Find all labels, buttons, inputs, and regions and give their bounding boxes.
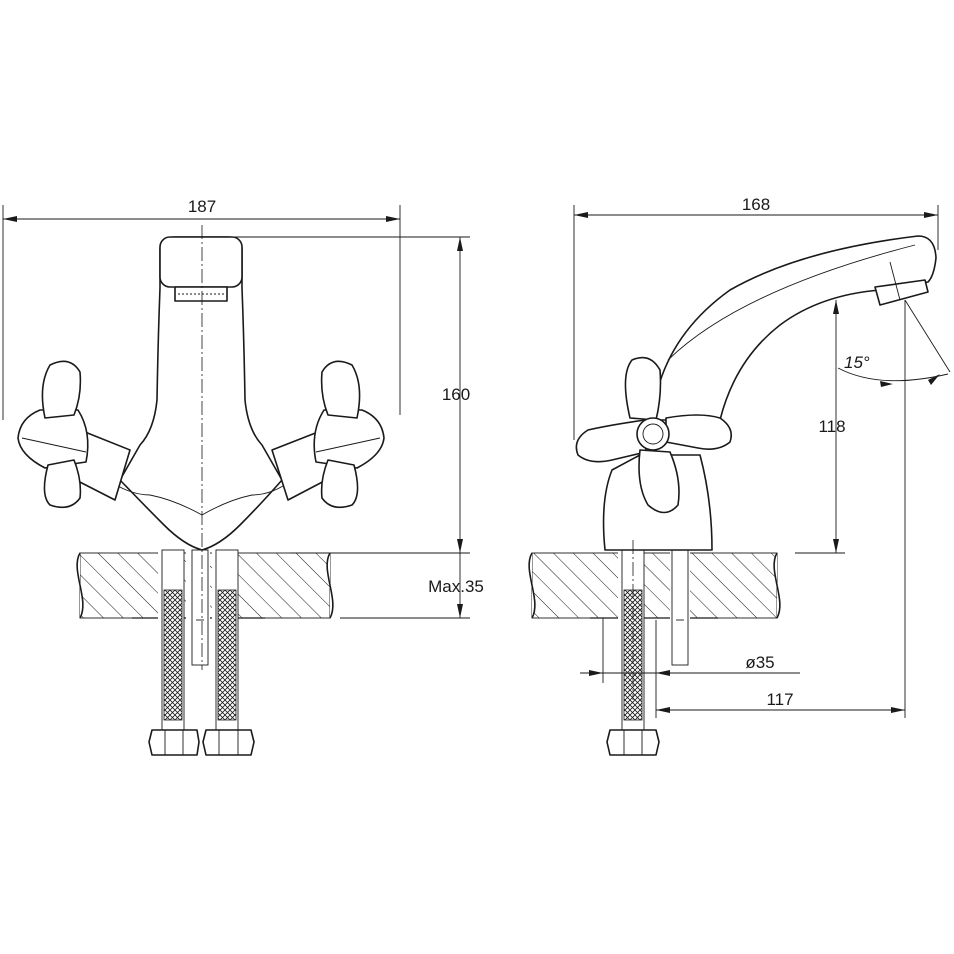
faucet-body-front: [107, 236, 293, 551]
side-dimension-118: 118: [795, 300, 846, 554]
counter-thickness-label: Max.35: [428, 577, 484, 596]
front-dimension-max35: Max.35: [340, 553, 484, 619]
front-view: 187 160 Max.35: [2, 197, 484, 756]
front-dimension-160: 160: [210, 236, 470, 554]
side-dimension-168: 168: [573, 195, 939, 440]
supply-hoses-front: [148, 549, 255, 756]
spout-height-label: 118: [818, 417, 845, 436]
countertop-front: [76, 550, 334, 622]
reach-label: 117: [766, 690, 793, 709]
front-dimension-187: 187: [2, 197, 401, 420]
length-label: 168: [742, 195, 770, 214]
left-cross-handle[interactable]: [17, 360, 131, 509]
bore-label: ø35: [745, 653, 774, 672]
side-view: 168 15° 118 ø35: [528, 195, 951, 756]
angle-label: 15°: [844, 353, 870, 372]
side-cross-handle[interactable]: [575, 356, 733, 514]
side-dimension-angle: 15°: [837, 299, 951, 387]
countertop-side: [528, 550, 781, 622]
right-cross-handle[interactable]: [271, 360, 385, 509]
height-label: 160: [442, 385, 470, 404]
side-dimension-bore: ø35: [580, 618, 800, 718]
width-label: 187: [188, 197, 216, 216]
side-dimension-117: 117: [656, 690, 905, 713]
